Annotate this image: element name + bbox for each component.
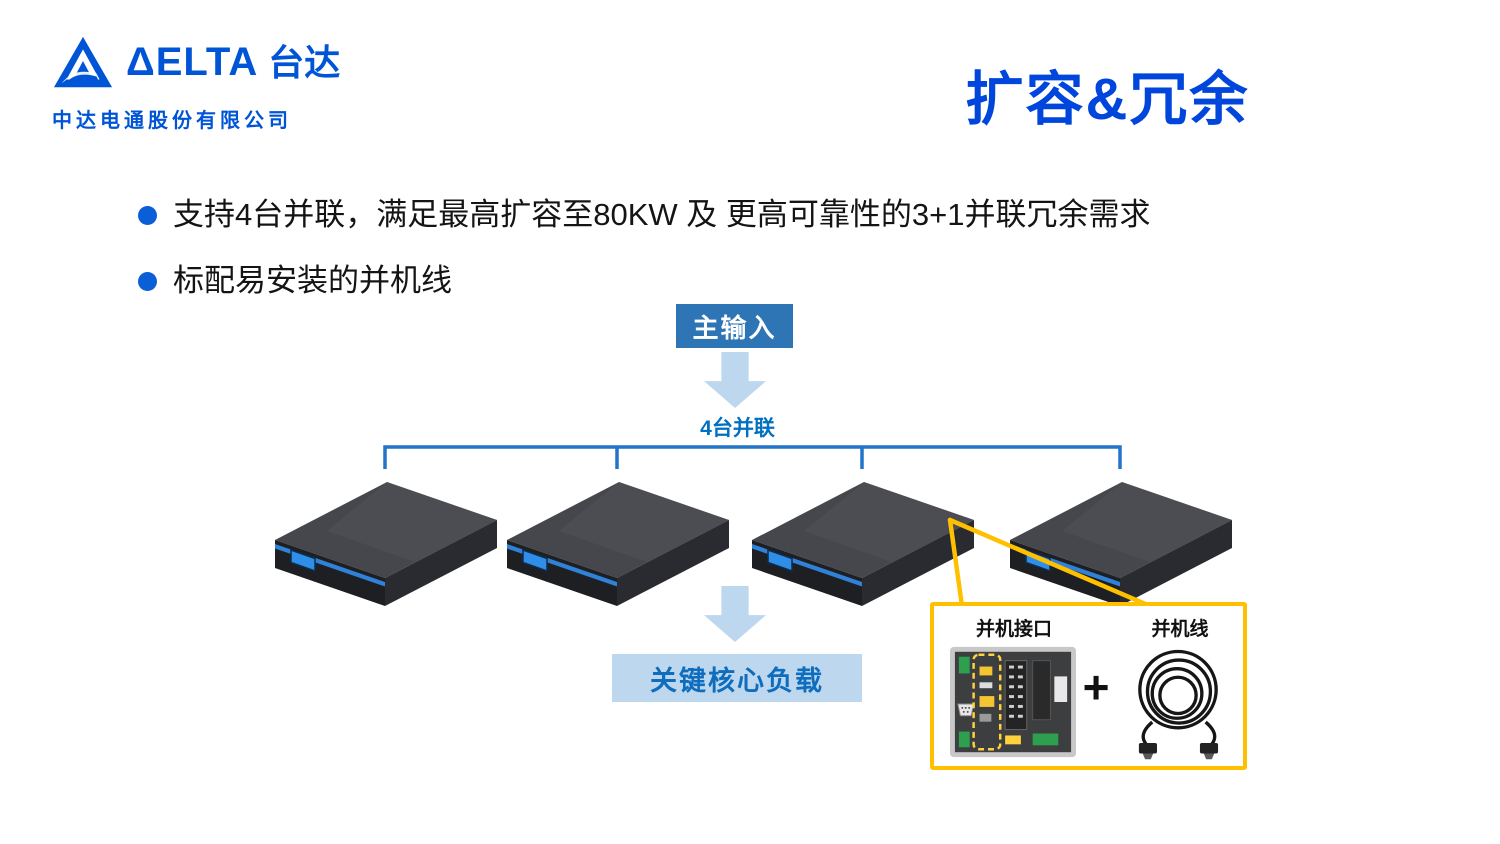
parallel-bracket bbox=[383, 445, 1122, 469]
bullet-list: 支持4台并联，满足最高扩容至80KW 及 更高可靠性的3+1并联冗余需求 标配易… bbox=[138, 194, 1418, 326]
ups-device-2 bbox=[507, 482, 729, 606]
bullet-item: 标配易安装的并机线 bbox=[138, 260, 1418, 302]
parallel-cable-image bbox=[1138, 649, 1219, 760]
bullet-dot-icon bbox=[138, 271, 157, 291]
delta-triangle-icon bbox=[53, 36, 113, 88]
critical-load-label: 关键核心负载 bbox=[612, 654, 862, 702]
bullet-text: 支持4台并联，满足最高扩容至80KW 及 更高可靠性的3+1并联冗余需求 bbox=[173, 197, 1151, 232]
parallel-cable-label: 并机线 bbox=[1151, 619, 1209, 640]
parallel-count-label: 4台并联 bbox=[700, 417, 775, 440]
ups-device-4 bbox=[1010, 482, 1232, 606]
company-name: 中达电通股份有限公司 bbox=[52, 110, 292, 132]
bullet-text: 标配易安装的并机线 bbox=[173, 262, 452, 298]
plus-sign: + bbox=[1082, 661, 1110, 713]
bullet-dot-icon bbox=[138, 206, 157, 225]
ups-device-3 bbox=[752, 482, 974, 606]
parallel-port-label: 并机接口 bbox=[975, 619, 1052, 640]
main-input-label: 主输入 bbox=[676, 304, 793, 348]
page-title: 扩容&冗余 bbox=[965, 67, 1250, 132]
ups-device-1 bbox=[275, 482, 497, 606]
rear-panel-image bbox=[950, 646, 1076, 758]
down-arrow-icon bbox=[704, 352, 766, 408]
parallel-cable-callout: 并机接口 并机线 bbox=[930, 602, 1247, 770]
brand-wordmark: ΔELTA bbox=[126, 40, 259, 84]
brand-cn: 台达 bbox=[268, 42, 341, 83]
bullet-item: 支持4台并联，满足最高扩容至80KW 及 更高可靠性的3+1并联冗余需求 bbox=[138, 194, 1418, 236]
